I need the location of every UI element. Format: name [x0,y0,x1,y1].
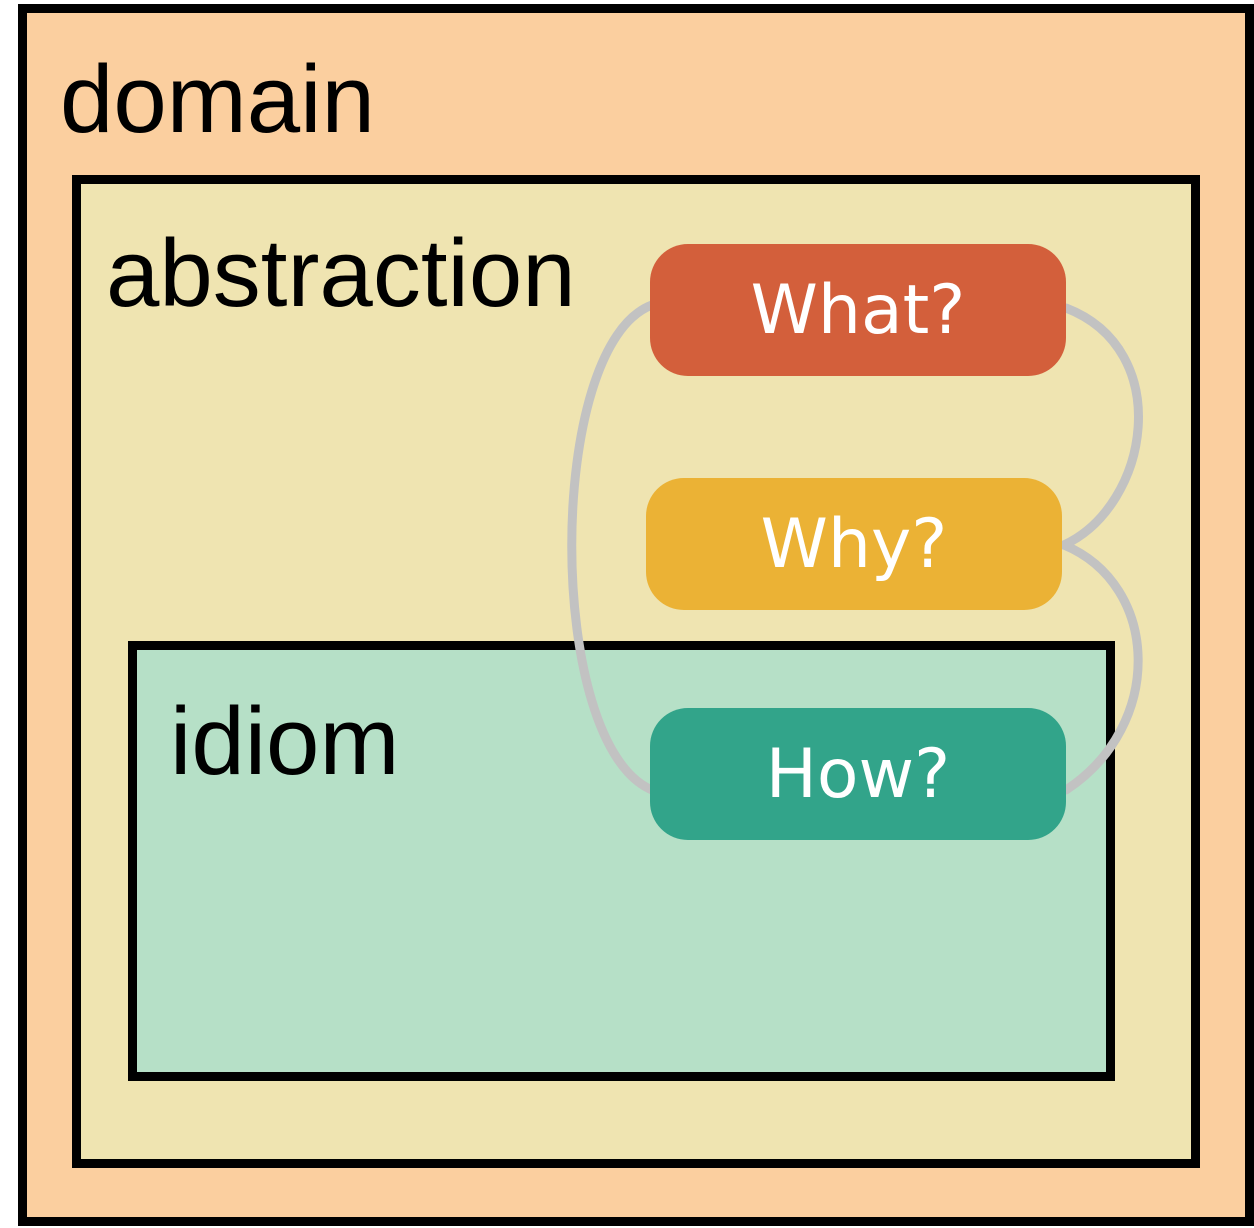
domain-label: domain [60,46,375,153]
what-question-label: What? [750,270,966,350]
why-question-node: Why? [646,478,1062,610]
why-question-label: Why? [760,504,948,584]
idiom-label: idiom [170,688,400,795]
how-question-node: How? [650,708,1066,840]
what-question-node: What? [650,244,1066,376]
abstraction-label: abstraction [106,220,576,327]
how-question-label: How? [765,734,951,814]
